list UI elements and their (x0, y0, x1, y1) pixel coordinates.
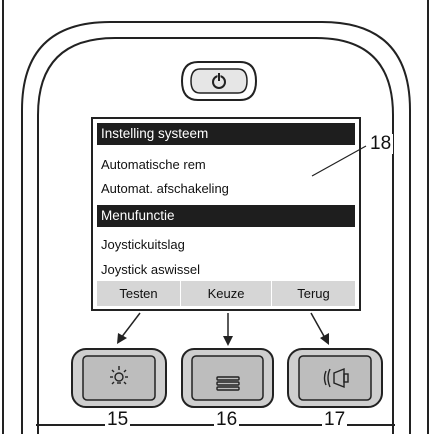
power-icon (212, 72, 226, 89)
menu-item-joystickuitslag[interactable]: Joystickuitslag (101, 237, 185, 252)
callout-15: 15 (105, 409, 131, 430)
callout-leader-18 (311, 145, 367, 177)
menu-lines-icon (216, 376, 240, 391)
menu-item-joystick-aswissel[interactable]: Joystick aswissel (101, 262, 200, 277)
arrows (117, 312, 329, 346)
softkey-divider (180, 281, 181, 306)
display-header: Instelling systeem (97, 123, 355, 145)
light-bulb-icon (110, 366, 128, 385)
menu-item-selected[interactable]: Menufunctie (97, 205, 355, 227)
callout-16: 16 (214, 409, 240, 430)
callout-18: 18 (368, 133, 394, 154)
power-button[interactable] (180, 60, 258, 102)
menu-item-automat-afschakeling[interactable]: Automat. afschakeling (101, 181, 229, 196)
softkey-bar (97, 281, 355, 306)
callout-17: 17 (322, 409, 348, 430)
horn-icon (323, 367, 349, 389)
softkey-testen: Testen (119, 286, 158, 301)
menu-button[interactable] (180, 347, 275, 409)
softkey-terug: Terug (297, 286, 330, 301)
softkey-keuze: Keuze (207, 286, 245, 301)
menu-item-automatische-rem[interactable]: Automatische rem (101, 157, 206, 172)
light-button[interactable] (70, 347, 168, 409)
horn-button[interactable] (286, 347, 384, 409)
softkey-divider (271, 281, 272, 306)
